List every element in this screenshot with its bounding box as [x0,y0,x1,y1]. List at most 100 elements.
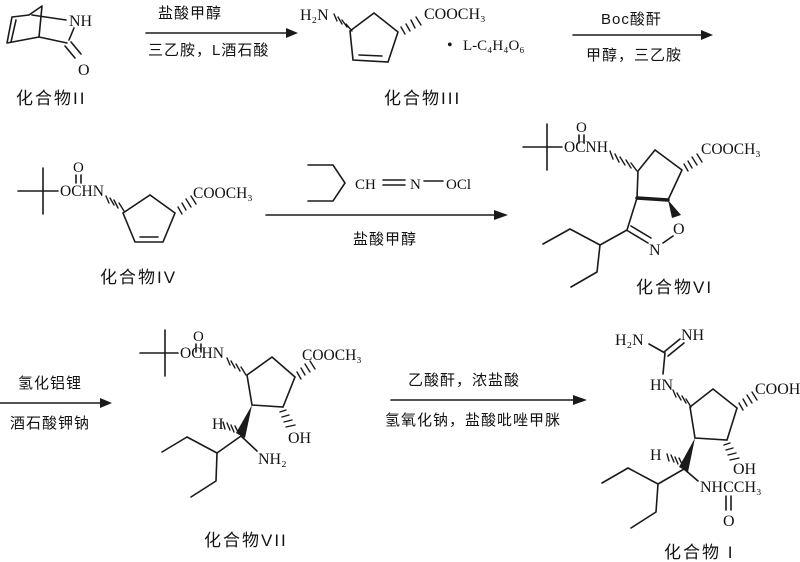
hashed-bond-guanidino [672,389,692,408]
h-label: H [212,416,224,433]
amine-label: H₂N [300,7,329,24]
pentyl-chain [542,228,628,288]
tartrate-label: L-C₄H₄O₆ [463,38,525,54]
carbamate-label: OCNH [564,139,608,156]
hashed-bond-amine [333,13,353,32]
h-label: H [650,447,662,464]
step3-reagent-below: 盐酸甲醇 [353,231,418,248]
pentyl-chain [601,467,685,529]
compound-vii-label: 化合物VII [204,531,288,550]
carbonyl-double-bond [195,343,202,353]
ring-fusion-bond [635,196,670,202]
acetamido-label: NHCCH₃ [700,479,762,496]
step4-reagent-above: 氢化铝锂 [18,375,83,392]
compound-iv-label: 化合物IV [100,268,178,287]
carbonyl-o-label: O [78,62,90,79]
amine-label: H₂N [615,332,644,349]
step5-reagent-below: 氢氧化钠，盐酸吡唑甲脒 [385,412,562,429]
compound-ii-bonds [6,5,82,59]
arrowhead [494,210,508,220]
hashed-bond-carbamate [226,357,247,376]
step1-reagent-above: 盐酸甲醇 [158,5,223,22]
oxime-reagent-structure: CH N OCl [307,164,471,202]
cyclopentane-ring [689,387,738,441]
compound-iv-structure: O OCHN COOCH₃ [17,160,253,243]
arrowhead [286,28,298,38]
step2-reagent-above: Boc酸酐 [601,11,662,28]
tbu-cross [17,167,59,215]
imine-label: NH [681,327,705,344]
compound-vii-structure: O OCHN COOCH₃ OH H NH₂ [139,329,362,498]
tbu-cross [139,329,179,377]
hashed-bond-ester [400,16,422,35]
salt-dot: • [447,37,453,54]
wedge-bond-o [668,200,681,218]
compound-i-label: 化合物 I [664,543,735,562]
hashed-bond-h [666,453,684,467]
carbonyl-double-bond [75,174,82,184]
carbamate-label: OCHN [60,183,104,200]
hashed-bond-carbamate [609,150,638,172]
carbonyl-o-label: O [576,120,587,136]
hashed-bond-oh [279,409,296,428]
reaction-arrow-1 [145,28,298,38]
hydroxyl-label: OH [288,430,312,447]
ester-label: COOCH₃ [701,141,761,158]
carbonyl-double-bond [578,134,585,144]
compound-vi-structure: O OCNH COOCH₃ N O [522,120,761,288]
hashed-bond-oh [723,442,740,461]
reaction-arrow-5 [390,395,587,405]
hydroxyl-label: OH [733,461,757,478]
acetamido-bond [683,468,699,482]
ch-label: CH [355,177,376,193]
pentyl-zigzag [307,164,346,202]
ring-o-label: O [673,221,685,238]
hashed-bond-ester [177,195,197,215]
ester-label: COOCH₃ [193,185,253,202]
nh2-bond [240,435,258,452]
step5-reagent-above: 乙酸酐，浓盐酸 [408,372,521,389]
compound-iii-label: 化合物III [384,89,462,108]
arrowhead [573,395,587,405]
isoxazoline-bonds [626,197,674,244]
hashed-bond-ester [296,360,316,380]
compound-i-structure: H₂N NH HN COOH OH H NHCCH₃ O [601,327,800,530]
step1-reagent-below: 三乙胺，L酒石酸 [148,42,270,59]
cyclopentane-ring [246,355,296,408]
amine-label: NH₂ [258,451,287,468]
ch-n-double-bond [382,179,406,186]
ring-n-label: N [649,242,661,259]
guanidine-bonds [648,338,685,375]
wedge-bond-sidechain [236,405,252,438]
n-label: N [410,177,421,193]
step2-reagent-below: 甲醇，三乙胺 [586,47,683,64]
ester-label: COOCH₃ [424,6,486,23]
compound-iii-ring [349,11,399,63]
hashed-bond-acid [738,391,758,411]
compound-ii-label: 化合物II [16,89,87,108]
tbu-cross [522,123,563,171]
reaction-arrow-3 [265,210,508,220]
arrowhead [701,30,713,40]
hashed-bond-h [222,421,240,435]
pentyl-chain [161,435,242,498]
ocl-label: OCl [446,177,471,193]
carbonyl-o-label: O [193,329,204,345]
arrowhead [100,398,112,408]
carbonyl-o-label: O [73,160,84,176]
cyclopentane-ring [636,148,683,201]
reaction-arrow-2 [572,30,713,40]
reaction-arrow-4 [0,398,112,408]
compound-iii-structure: H₂N COOCH₃ • L-C₄H₄O₆ [300,6,525,63]
step4-reagent-below: 酒石酸钾钠 [10,415,91,432]
carbamate-label: OCHN [180,345,224,362]
acetamide-o-label: O [723,513,735,530]
ester-label: COOCH₃ [302,347,362,364]
nh-label: NH [69,13,93,30]
acid-label: COOH [755,381,800,398]
compound-ii-structure: NH O [6,5,93,79]
hn-label: HN [650,377,674,394]
compound-vi-label: 化合物VI [636,278,714,297]
hashed-bond-ester [683,153,703,172]
